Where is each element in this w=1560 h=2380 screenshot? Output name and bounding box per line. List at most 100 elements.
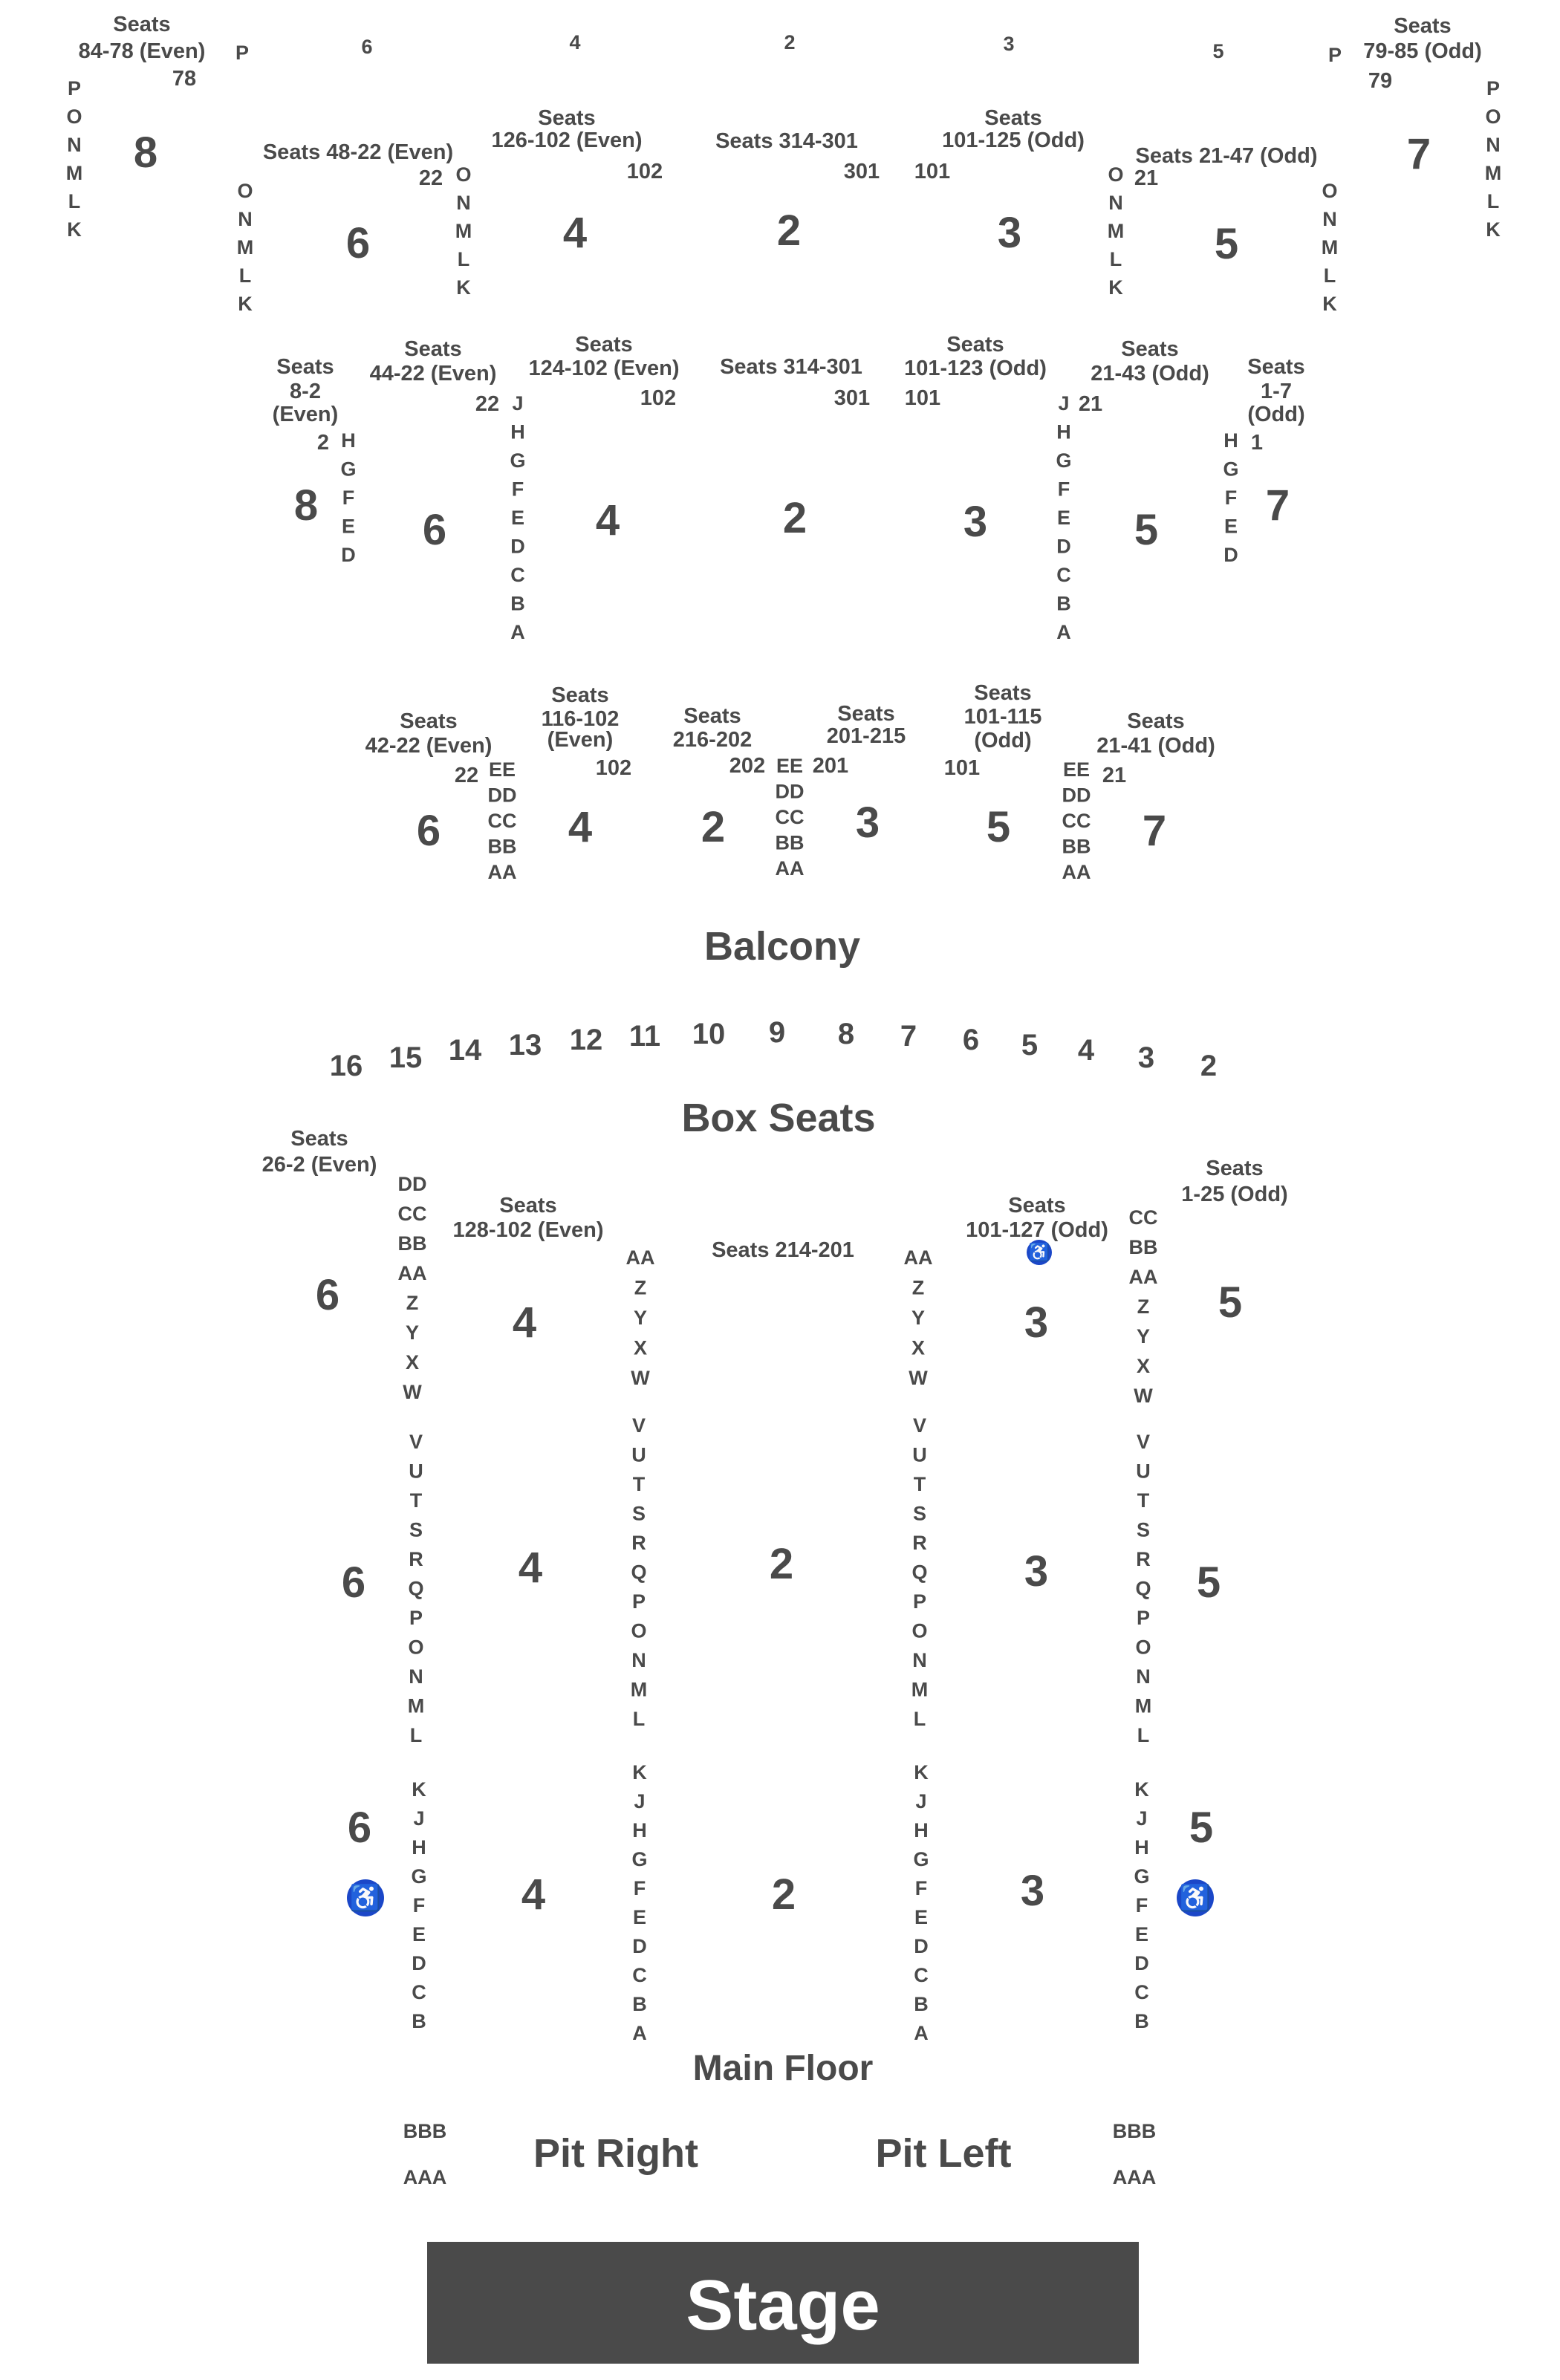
box-seat-1[interactable]: 16 [330, 1050, 363, 1082]
section-floor_front-1[interactable]: 6 [316, 1271, 339, 1319]
seat-label-line: Seats [551, 683, 608, 707]
section-floor_front-4[interactable]: 3 [1024, 1298, 1048, 1347]
row-upper-far-right-5: L [1487, 190, 1500, 212]
row-floor-center-right-mid-2: U [912, 1444, 927, 1466]
row-floor-center-right-rear-4: G [913, 1848, 929, 1870]
box-seat-8[interactable]: 9 [769, 1016, 785, 1049]
box-seat-4[interactable]: 13 [509, 1029, 542, 1061]
box-seat-5[interactable]: 12 [570, 1024, 603, 1056]
pit-row-left-aaa: AAA [403, 2166, 447, 2188]
section-floor_rear-3[interactable]: 2 [772, 1870, 796, 1919]
box-seat-11[interactable]: 6 [963, 1024, 979, 1056]
section-floor_mid-5[interactable]: 5 [1197, 1558, 1221, 1607]
row-lower-right-5: AA [1062, 861, 1091, 883]
wheelchair-icon-bg [1177, 1879, 1214, 1916]
row-floor-right-mid-4: S [1137, 1519, 1150, 1541]
section-lower-4[interactable]: 3 [856, 799, 880, 847]
box-seat-6[interactable]: 11 [629, 1020, 660, 1053]
section-middle-4[interactable]: 2 [783, 494, 807, 542]
upper-top-number-5: 5 [1212, 40, 1223, 62]
section-middle-7[interactable]: 7 [1266, 481, 1290, 530]
section-upper-6[interactable]: 5 [1215, 220, 1238, 268]
row-floor-left-mid-5: R [409, 1548, 423, 1570]
pit-left-label[interactable]: Pit Left [876, 2131, 1012, 2176]
section-middle-2[interactable]: 6 [423, 506, 446, 554]
pit-right-label[interactable]: Pit Right [533, 2131, 698, 2176]
section-upper-5[interactable]: 3 [998, 209, 1021, 257]
section-floor_mid-1[interactable]: 6 [342, 1558, 365, 1607]
section-floor_rear-4[interactable]: 3 [1021, 1867, 1044, 1915]
row-middle-right-outer-4: E [1224, 516, 1238, 538]
section-upper-1[interactable]: 8 [134, 129, 157, 177]
row-upper-left-4-5: K [456, 276, 471, 299]
wheelchair-icon: ♿ [1177, 1879, 1214, 1916]
upper-top-number-3: 2 [784, 31, 795, 53]
row-middle-right-inner-6: D [1056, 536, 1071, 558]
row-floor-left-front-5: Z [406, 1292, 419, 1314]
box-seat-2[interactable]: 15 [389, 1041, 423, 1074]
box-seat-10[interactable]: 7 [900, 1020, 917, 1053]
seat-label-line: Seats 314-301 [715, 129, 858, 153]
seat-label-line: Seats [974, 681, 1031, 705]
box-seat-12[interactable]: 5 [1021, 1029, 1038, 1061]
box-seat-9[interactable]: 8 [838, 1018, 854, 1050]
box-seats-numbers[interactable]: 16 15 14 13 12 11 10 9 8 7 6 5 4 3 2 [330, 1016, 1217, 1082]
seat-label-line: 8-2 [290, 380, 321, 403]
box-seat-7[interactable]: 10 [692, 1018, 726, 1050]
section-lower-6[interactable]: 7 [1143, 807, 1166, 855]
row-floor-left-rear-5: F [413, 1894, 426, 1916]
row-floor-center-left-rear-9: B [632, 1993, 647, 2015]
row-upper-far-right-2: O [1485, 105, 1501, 128]
box-seat-15[interactable]: 2 [1200, 1050, 1217, 1082]
row-upper-right-3-5: K [1108, 276, 1123, 299]
seat-label-line: Seats 48-22 (Even) [263, 140, 453, 164]
section-middle-6[interactable]: 5 [1134, 506, 1158, 554]
row-floor-left-mid-9: N [409, 1665, 423, 1688]
row-lower-left-1: EE [489, 758, 516, 781]
row-floor-center-right-rear-5: F [915, 1877, 928, 1899]
box-seat-14[interactable]: 3 [1138, 1041, 1154, 1074]
row-floor-right-rear-1: K [1134, 1778, 1149, 1801]
section-upper-3[interactable]: 4 [563, 209, 587, 257]
section-middle-3[interactable]: 4 [596, 496, 620, 544]
row-floor-center-right-rear-10: A [914, 2022, 929, 2044]
section-floor_front-2[interactable]: 4 [513, 1298, 536, 1347]
box-seat-13[interactable]: 4 [1078, 1034, 1095, 1067]
section-upper-4[interactable]: 2 [777, 207, 801, 255]
row-floor-right-front-3: AA [1129, 1266, 1158, 1288]
seat-label-line: Seats [1127, 709, 1184, 733]
section-floor_mid-3[interactable]: 2 [770, 1540, 793, 1588]
section-floor_rear-2[interactable]: 4 [521, 1870, 545, 1919]
row-floor-center-left-front-4: X [634, 1337, 647, 1359]
section-floor_front-5[interactable]: 5 [1218, 1278, 1242, 1327]
section-floor_mid-4[interactable]: 3 [1024, 1547, 1048, 1596]
row-floor-center-left-rear-10: A [632, 2022, 647, 2044]
row-floor-center-left-rear-6: E [633, 1906, 646, 1928]
section-numbers[interactable]: 8 6 4 2 3 5 7 8 6 4 2 3 5 7 6 4 2 3 5 7 6 4 3 5 6 4 2 3 5 6 4 2 3 5 2 [0, 0, 1431, 1919]
box-seat-3[interactable]: 14 [449, 1034, 482, 1067]
section-upper-7[interactable]: 7 [1407, 130, 1431, 178]
section-floor_rear-1[interactable]: 6 [348, 1804, 371, 1852]
seat-number-lower-5: 101 [944, 756, 980, 780]
row-floor-center-left-mid-1: V [632, 1414, 646, 1437]
section-lower-1[interactable]: 6 [417, 807, 441, 855]
section-lower-5[interactable]: 5 [987, 803, 1010, 851]
row-floor-left-rear-6: E [412, 1923, 426, 1945]
seat-number-upper-6: 21 [1134, 166, 1158, 190]
row-floor-center-left-rear-7: D [632, 1935, 647, 1957]
section-floor_mid-2[interactable]: 4 [519, 1544, 542, 1592]
section-middle-1[interactable]: 8 [294, 481, 318, 530]
section-floor_rear-5[interactable]: 5 [1189, 1804, 1213, 1852]
section-middle-5[interactable]: 3 [963, 498, 987, 546]
section-upper-2[interactable]: 6 [346, 219, 370, 267]
seat-label-line: 124-102 (Even) [528, 357, 679, 380]
row-floor-right-front-1: CC [1129, 1206, 1158, 1229]
row-floor-left-front-7: X [406, 1351, 419, 1373]
section-lower-2[interactable]: 4 [568, 803, 592, 851]
seat-number-lower-1: 22 [455, 764, 478, 787]
section-lower-3[interactable]: 2 [701, 803, 725, 851]
